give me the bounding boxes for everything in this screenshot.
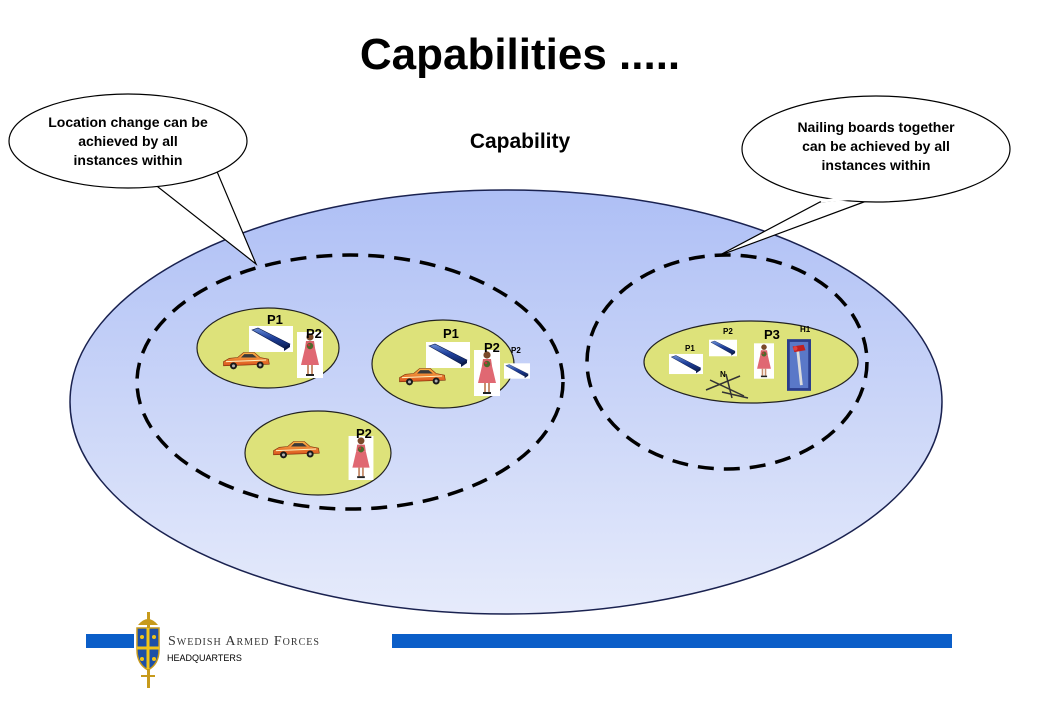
board-icon	[249, 326, 293, 352]
page-title: Capabilities .....	[359, 30, 681, 79]
group-2-p2-small-label: P2	[511, 346, 521, 355]
group-4-p1-label: P1	[685, 344, 695, 353]
board-icon	[426, 342, 470, 368]
footer-bar-right	[392, 634, 952, 648]
person-icon	[754, 343, 774, 379]
board-icon	[669, 353, 703, 375]
board-icon	[709, 339, 737, 357]
group-1-p1-label: P1	[267, 312, 283, 327]
group-3-p2-label: P2	[356, 426, 372, 441]
group-4-h1-label: H1	[800, 325, 811, 334]
person-icon	[348, 436, 374, 480]
group-1-p2-label: P2	[306, 326, 322, 341]
board-icon	[504, 362, 530, 380]
group-4-n-label: N	[720, 370, 726, 379]
group-2-p1-label: P1	[443, 326, 459, 341]
nails-icon	[705, 373, 749, 399]
left-dashed-region	[135, 253, 565, 511]
hammer-icon	[787, 339, 811, 391]
left-speech-bubble	[8, 93, 248, 189]
footer-bar-left	[86, 634, 134, 648]
group-4-p2-label: P2	[723, 327, 733, 336]
footer-brand: Swedish Armed Forces	[168, 634, 320, 649]
left-bubble-text: Location change can be achieved by all i…	[48, 114, 208, 168]
right-bubble-text: Nailing boards together can be achieved …	[797, 119, 955, 173]
capability-label: Capability	[469, 130, 571, 153]
group-4-p3-label: P3	[764, 327, 780, 342]
swedish-crest-logo	[136, 612, 160, 688]
right-dashed-region	[585, 253, 869, 471]
person-icon	[474, 350, 500, 396]
footer-headquarters: HEADQUARTERS	[167, 653, 242, 663]
capability-ellipse	[69, 189, 943, 615]
right-speech-bubble	[741, 95, 1011, 203]
group-2-p2-label: P2	[484, 340, 500, 355]
